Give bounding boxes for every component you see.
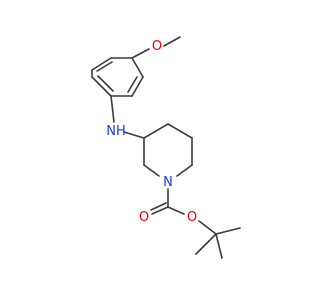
atom-label-amine: NH: [106, 124, 126, 139]
bond: [143, 164, 160, 177]
bond: [110, 95, 115, 123]
bond: [215, 233, 223, 259]
double-bond-inner: [96, 61, 113, 72]
bond: [167, 206, 185, 215]
bond: [215, 227, 241, 235]
piperidine-ring: [143, 123, 193, 177]
molecule-canvas: O NH N O O: [91, 36, 241, 259]
bond: [163, 36, 181, 47]
bond: [143, 123, 169, 139]
bond: [131, 76, 144, 97]
bond: [176, 164, 193, 177]
atom-label-ester-oxygen: O: [187, 210, 197, 225]
double-bond-inner: [97, 75, 114, 92]
bond: [151, 206, 169, 215]
bond: [198, 220, 217, 235]
atom-label-methoxy-oxygen: O: [152, 39, 162, 54]
atom-label-carbonyl-oxygen: O: [139, 210, 149, 225]
bond: [91, 76, 112, 97]
structure-diagram: O NH N O O: [91, 36, 241, 259]
benzene-ring: [91, 57, 144, 97]
bond: [123, 131, 145, 139]
bond: [195, 233, 217, 255]
bond: [167, 123, 193, 139]
bond: [131, 48, 150, 59]
double-bond-inner: [127, 76, 138, 93]
atom-label-ring-nitrogen: N: [163, 175, 173, 190]
double-bond-inner: [150, 202, 167, 211]
bond: [131, 57, 144, 78]
bond: [91, 57, 112, 71]
